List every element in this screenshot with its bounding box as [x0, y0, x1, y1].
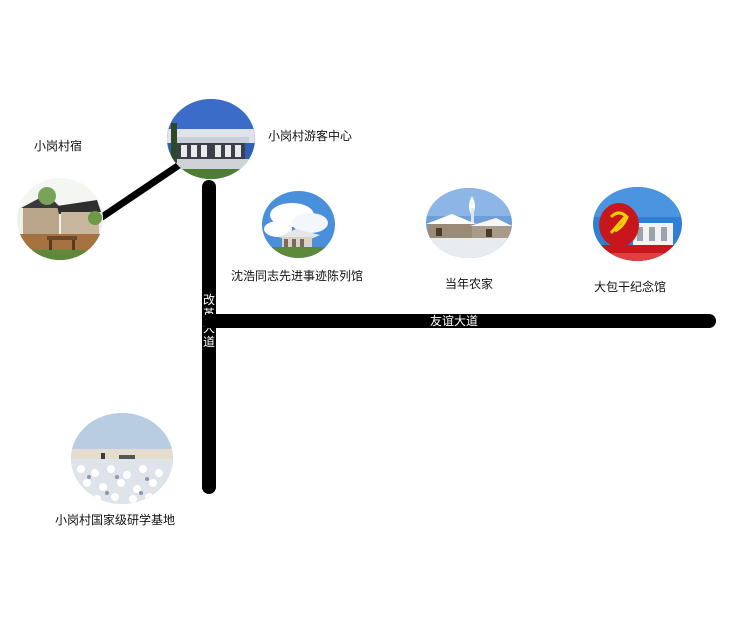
memorial-hall-party-emblem-photo-icon[interactable]: [593, 187, 682, 261]
poi-label: 当年农家: [445, 277, 494, 291]
village-house-photo-icon[interactable]: [17, 178, 103, 260]
poi-label: 小岗村宿: [34, 139, 83, 153]
vertical-road-char: 道: [202, 335, 215, 349]
horizontal-road: [202, 314, 716, 328]
poi-label: 小岗村游客中心: [268, 129, 353, 143]
vertical-road-char: 改: [202, 293, 215, 307]
poi-label: 沈浩同志先进事迹陈列馆: [231, 269, 364, 283]
farmhouse-snow-photo-icon[interactable]: [426, 188, 512, 258]
poi-label: 大包干纪念馆: [594, 280, 667, 294]
study-base-field-photo-icon[interactable]: [71, 413, 173, 504]
poi-label: 小岗村国家级研学基地: [55, 513, 176, 527]
horizontal-road-label: 友谊大道: [430, 314, 479, 328]
exhibition-hall-photo-icon[interactable]: [262, 191, 335, 258]
visitor-center-building-photo-icon[interactable]: [167, 99, 255, 179]
vertical-road: [202, 180, 216, 494]
